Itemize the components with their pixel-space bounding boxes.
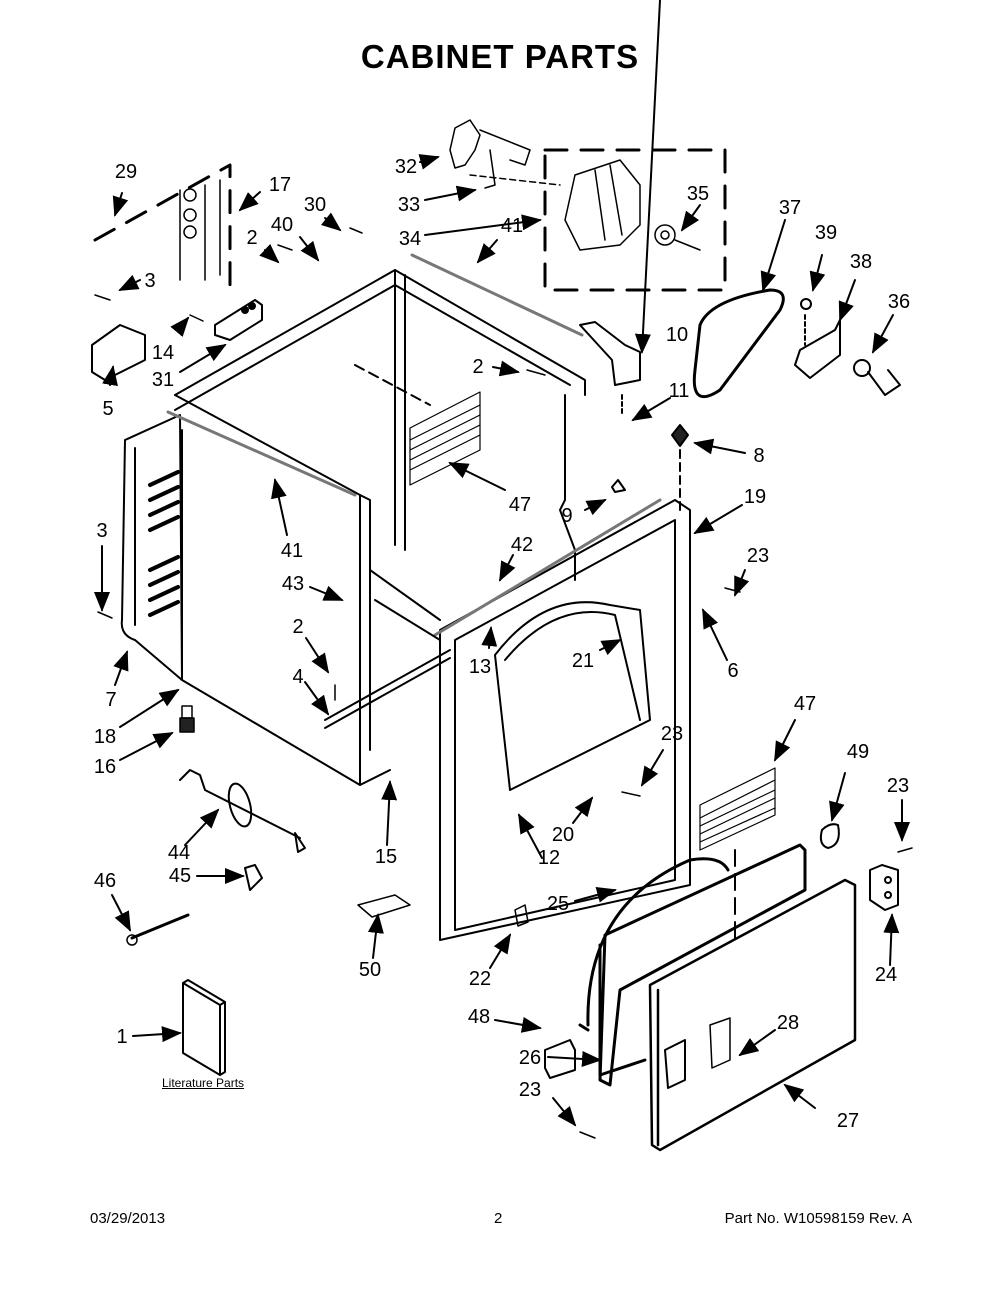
callout-49[interactable]: 49: [846, 741, 870, 763]
callout-35[interactable]: 35: [686, 183, 710, 205]
footer-part-number: Part No. W10598159 Rev. A: [724, 1210, 912, 1227]
motor-bracket-shape: [449, 119, 531, 189]
callout-27[interactable]: 27: [836, 1110, 860, 1132]
callout-12[interactable]: 12: [537, 847, 561, 869]
wire-nuts-shape: [179, 179, 221, 281]
callout-2c[interactable]: 2: [292, 616, 304, 638]
callout-10[interactable]: 10: [665, 324, 689, 346]
idler-pulley-shape: [853, 359, 901, 396]
wire-nut-box: [93, 163, 232, 292]
callout-2b[interactable]: 2: [472, 356, 484, 378]
callout-25[interactable]: 25: [546, 893, 570, 915]
callout-15[interactable]: 15: [374, 846, 398, 868]
cabinet-top-frame: [174, 269, 586, 751]
callout-2[interactable]: 2: [246, 227, 258, 249]
inner-door-shape: [598, 843, 807, 1087]
idler-bracket-shape: [794, 298, 841, 379]
front-panel: [433, 498, 691, 941]
rear-panel: [120, 414, 183, 681]
callout-24[interactable]: 24: [874, 964, 898, 986]
callout-1[interactable]: 1: [116, 1026, 128, 1048]
callout-3b[interactable]: 3: [96, 520, 108, 542]
callout-14[interactable]: 14: [151, 342, 175, 364]
callout-34[interactable]: 34: [398, 228, 422, 250]
callout-36[interactable]: 36: [887, 291, 911, 313]
cabinet-side-panel: [181, 429, 391, 786]
outer-door-shape: [648, 878, 857, 1152]
callout-29[interactable]: 29: [114, 161, 138, 183]
callout-11[interactable]: 11: [668, 380, 690, 402]
cabinet-base: [324, 569, 451, 729]
drive-motor-shape: [469, 159, 701, 251]
literature-book-shape: [182, 979, 226, 1076]
callout-45[interactable]: 45: [168, 865, 192, 887]
literature-parts-label: Literature Parts: [162, 1076, 245, 1090]
footer-date: 03/29/2013: [90, 1210, 166, 1227]
terminal-cover-shape: [91, 324, 146, 381]
callout-23c[interactable]: 23: [886, 775, 910, 797]
motor-box: [543, 148, 727, 292]
callout-23[interactable]: 23: [746, 545, 770, 567]
door-liner-shape: [578, 857, 730, 1032]
callout-43[interactable]: 43: [281, 573, 305, 595]
callout-19[interactable]: 19: [743, 486, 767, 508]
callout-33[interactable]: 33: [397, 194, 421, 216]
callout-40[interactable]: 40: [270, 214, 294, 236]
page-title: CABINET PARTS: [360, 38, 640, 75]
callout-50[interactable]: 50: [358, 959, 382, 981]
callout-9[interactable]: 9: [561, 505, 573, 527]
callout-41b[interactable]: 41: [280, 540, 304, 562]
callout-23d[interactable]: 23: [518, 1079, 542, 1101]
callout-39[interactable]: 39: [814, 222, 838, 244]
callout-13[interactable]: 13: [468, 656, 492, 678]
callout-16[interactable]: 16: [93, 756, 117, 778]
callout-37[interactable]: 37: [778, 197, 802, 219]
callout-47b[interactable]: 47: [793, 693, 817, 715]
callout-8[interactable]: 8: [753, 445, 765, 467]
door-switch-shape: [579, 321, 641, 416]
screw-glyphs: [94, 227, 913, 1139]
callout-22[interactable]: 22: [468, 968, 492, 990]
callout-5[interactable]: 5: [102, 398, 114, 420]
callout-31[interactable]: 31: [151, 369, 175, 391]
power-cord-shape: [179, 769, 306, 853]
callout-26[interactable]: 26: [518, 1047, 542, 1069]
callout-32[interactable]: 32: [394, 156, 418, 178]
callout-28[interactable]: 28: [776, 1012, 800, 1034]
callout-20[interactable]: 20: [551, 824, 575, 846]
callout-leaders: [94, 0, 910, 1127]
callout-7[interactable]: 7: [105, 689, 117, 711]
callout-18[interactable]: 18: [93, 726, 117, 748]
terminal-block-shape: [214, 299, 263, 341]
callout-23b[interactable]: 23: [660, 723, 684, 745]
callout-4[interactable]: 4: [292, 666, 304, 688]
leveling-leg-shape: [179, 705, 195, 733]
callout-3[interactable]: 3: [144, 270, 156, 292]
callout-42[interactable]: 42: [510, 534, 534, 556]
tape-47-upper: [409, 391, 481, 486]
callout-47[interactable]: 47: [508, 494, 532, 516]
callout-38[interactable]: 38: [849, 251, 873, 273]
callout-46[interactable]: 46: [93, 870, 117, 892]
callout-44[interactable]: 44: [167, 842, 191, 864]
callout-30[interactable]: 30: [303, 194, 327, 216]
callout-48[interactable]: 48: [467, 1006, 491, 1028]
hinge-shape: [869, 864, 899, 911]
callout-17[interactable]: 17: [268, 174, 292, 196]
callout-41[interactable]: 41: [500, 215, 524, 237]
callout-6[interactable]: 6: [727, 660, 739, 682]
tape-47-lower: [699, 767, 776, 851]
callout-21[interactable]: 21: [571, 650, 595, 672]
footer-page-number: 2: [494, 1210, 503, 1227]
drive-belt-shape: [692, 288, 785, 399]
